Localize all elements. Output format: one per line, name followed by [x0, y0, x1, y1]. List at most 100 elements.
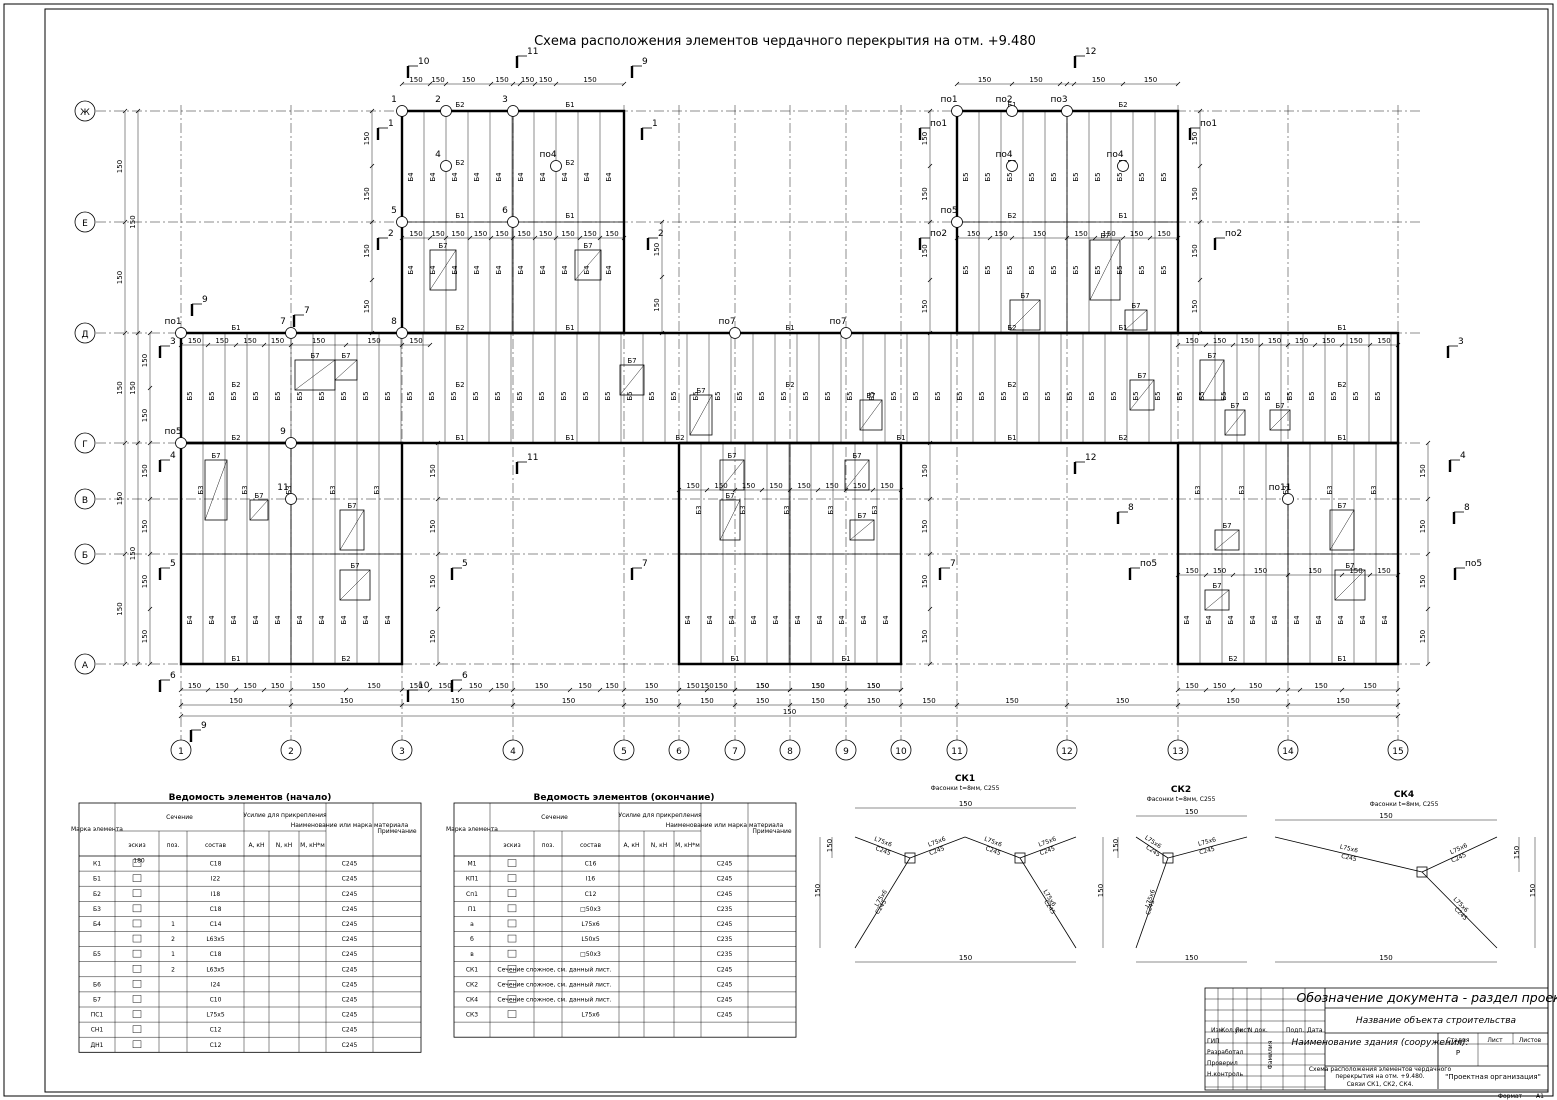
dimension-text: 150: [517, 230, 530, 238]
grid-bubble-col: [835, 739, 857, 761]
col-header-a: А, кН: [248, 842, 264, 849]
dimension-text: 150: [1005, 697, 1018, 705]
dimension-text: 150: [1213, 682, 1226, 690]
beam-mark: Б5: [1006, 265, 1014, 274]
beam-mark: Б1: [841, 655, 850, 663]
dimension-text: 150: [1419, 464, 1427, 477]
dimension-text: 150: [495, 230, 508, 238]
dimension-text: 150: [1419, 630, 1427, 643]
dimension-tick: [621, 687, 627, 693]
dimension-tick: [122, 551, 128, 557]
dimension-tick: [261, 342, 267, 348]
grid-label-col: 5: [621, 747, 627, 757]
beam-mark: Б2: [341, 655, 350, 663]
node-circle: [1006, 105, 1018, 117]
dimension-text: 150: [312, 337, 325, 345]
beam-mark: Б5: [1028, 265, 1036, 274]
stamp-col-ndok: N док.: [1248, 1027, 1268, 1034]
cell-material: С245: [342, 981, 358, 988]
beam-mark: Б5: [934, 391, 942, 400]
cell-sketch: [507, 995, 517, 1003]
dimension-tick: [288, 702, 294, 708]
opening-diagonal: [1124, 309, 1148, 331]
section-label: 5: [170, 559, 176, 569]
section-label: 9: [201, 721, 207, 731]
cell-sketch: [132, 965, 142, 973]
beam-mark: Б4: [583, 265, 591, 275]
dimension-tick: [457, 687, 463, 693]
section-label: по2: [930, 229, 947, 239]
opening-diagonal: [339, 569, 371, 601]
beam-mark: Б5: [692, 391, 700, 400]
beam-mark: Б5: [1242, 391, 1250, 400]
cell-mark: Б2: [93, 891, 101, 898]
beam-mark: Б4: [318, 615, 326, 625]
section-label: 2: [658, 229, 664, 239]
beam-mark: Б5: [274, 391, 282, 400]
dimension-tick: [147, 385, 153, 391]
gusset-plate: [1014, 852, 1026, 864]
dimension-text: 150: [922, 697, 935, 705]
node-mark: 4: [435, 150, 441, 160]
beam-mark: Б7: [627, 357, 636, 365]
brace-member: [1421, 836, 1498, 873]
cell-sketch: [132, 934, 142, 943]
beam-mark: Б4: [1205, 615, 1213, 625]
table-border: [453, 802, 797, 1038]
stamp-col-izm: Изм.: [1211, 1027, 1225, 1034]
beam-mark: Б5: [1094, 265, 1102, 274]
dimension-tick: [1258, 342, 1264, 348]
beam-mark: Б5: [516, 391, 524, 400]
beam-mark: Б3: [827, 505, 835, 514]
grid-bubble-col: [890, 739, 912, 761]
dimension-text: 150: [1322, 337, 1335, 345]
dimension-text: 150: [867, 682, 880, 690]
dimension-text: 150: [271, 337, 284, 345]
opening-frame: [1329, 509, 1355, 551]
beam-mark: Б7: [1137, 372, 1146, 380]
wall-outline: [677, 441, 903, 666]
opening-frame: [339, 509, 365, 551]
opening-diagonal: [1199, 359, 1225, 401]
dimension-text: 150: [1157, 230, 1170, 238]
dimension-tick: [898, 487, 904, 493]
beam-mark: Б1: [565, 324, 574, 332]
stamp-list-label: Лист: [1487, 1037, 1503, 1044]
node-mark: 7: [280, 317, 286, 327]
beam-mark: Б5: [1132, 391, 1140, 400]
dimension-tick: [435, 551, 441, 557]
dimension-tick: [759, 487, 765, 493]
dimension-text: 150: [521, 76, 534, 84]
dimension-tick: [343, 342, 349, 348]
dimension-tick: [1175, 687, 1181, 693]
cell-composition: I18: [211, 891, 221, 898]
brace-member: [1167, 836, 1248, 859]
section-label: 2: [388, 229, 394, 239]
brace-member: [854, 836, 911, 859]
beam-mark: Б4: [429, 172, 437, 182]
cell-material: С245: [342, 891, 358, 898]
dimension-tick: [954, 235, 960, 241]
beam-mark: Б5: [626, 391, 634, 400]
dimension-tick: [1297, 687, 1303, 693]
stamp-col-podp: Подп.: [1286, 1027, 1304, 1034]
dimension-text: 150: [583, 76, 596, 84]
beam-mark: Б5: [1138, 265, 1146, 274]
dimension-text: 150: [583, 230, 596, 238]
beam-mark: Б7: [310, 352, 319, 360]
beam-mark: Б5: [670, 391, 678, 400]
section-label: 9: [202, 295, 208, 305]
dimension-text: 150: [1185, 337, 1198, 345]
opening-diagonal: [1204, 589, 1230, 611]
dimension-text: 150: [853, 482, 866, 490]
cell-composition: L75х6: [581, 1012, 600, 1019]
dimension-tick: [597, 687, 603, 693]
dimension-text: 150: [409, 337, 422, 345]
dimension-tick: [488, 687, 494, 693]
dimension-text: 150: [921, 300, 929, 313]
opening-frame: [719, 499, 741, 541]
beam-mark: Б5: [1138, 172, 1146, 181]
beam-mark: Б7: [1337, 502, 1346, 510]
dimension-tick: [927, 440, 933, 446]
dimension-tick: [510, 235, 516, 241]
